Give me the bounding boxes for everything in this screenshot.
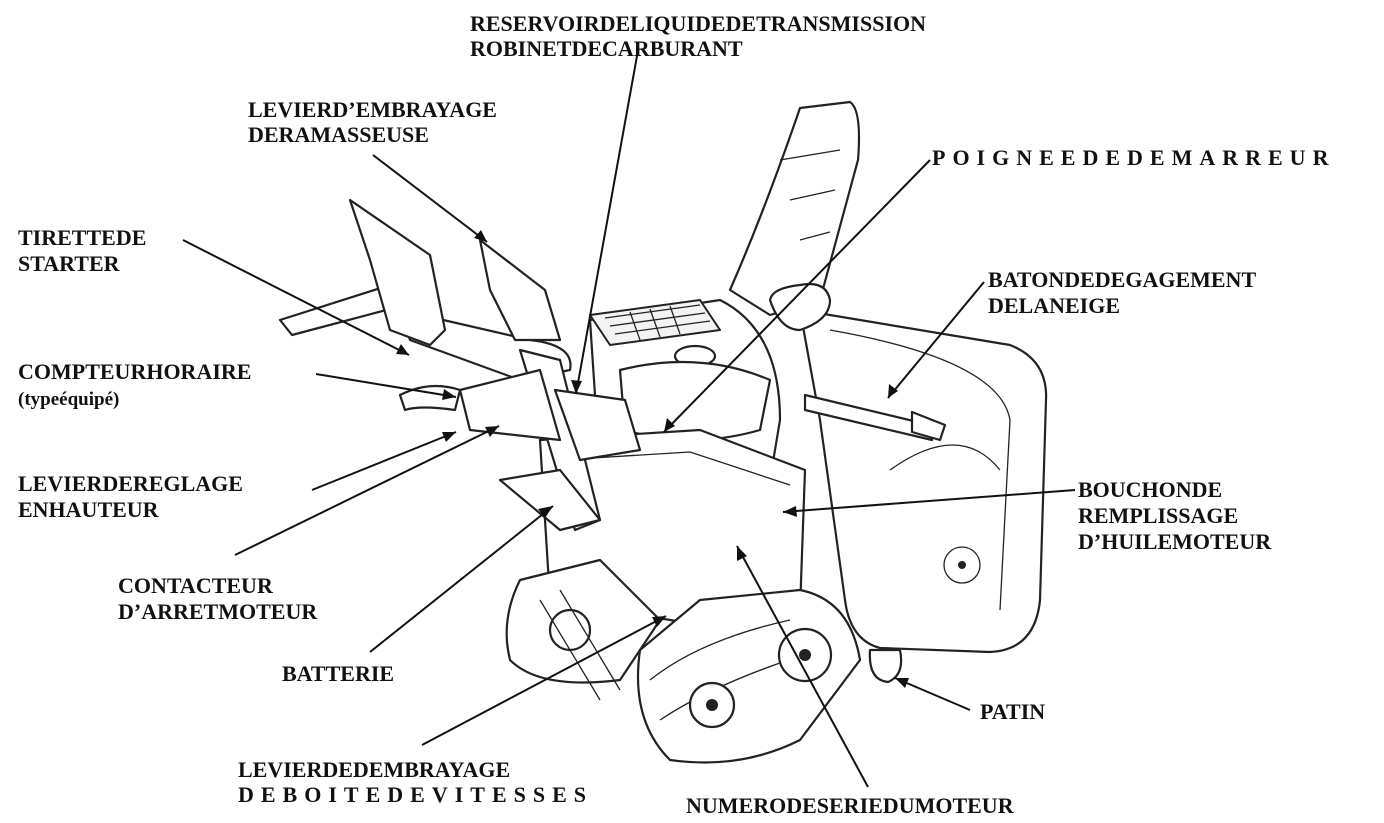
- label-patin: PATIN: [980, 699, 1046, 724]
- discharge-chute: [728, 100, 861, 317]
- label-bouchon-2: REMPLISSAGE: [1078, 503, 1239, 528]
- label-compteur-2: (typeéquipé): [18, 389, 120, 410]
- label-contacteur-1: CONTACTEUR: [118, 573, 273, 598]
- label-batterie: BATTERIE: [282, 661, 395, 686]
- leader-compteur: [315, 373, 457, 398]
- label-tirette-1: TIRETTEDE: [18, 225, 147, 250]
- label-reglage-2: ENHAUTEUR: [18, 497, 159, 522]
- label-reservoir: RESERVOIRDELIQUIDEDETRANSMISSION: [470, 11, 927, 36]
- label-baton-2: DELANEIGE: [988, 293, 1121, 318]
- label-reglage-1: LEVIERDEREGLAGE: [18, 471, 243, 496]
- label-bouchon-1: BOUCHONDE: [1078, 477, 1223, 502]
- leader-ramasseuse: [372, 154, 488, 243]
- leader-bouchon: [782, 489, 1076, 513]
- label-numero: NUMERODESERIEDUMOTEUR: [686, 793, 1014, 818]
- label-levier-vitesses-2: DEBOITEDEVITESSES: [238, 782, 593, 807]
- leader-reglage-2: [234, 425, 500, 556]
- leader-numero: [736, 545, 869, 788]
- label-baton-1: BATONDEDEGAGEMENT: [988, 267, 1257, 292]
- leader-patin: [894, 677, 971, 711]
- leader-vitesses: [421, 615, 667, 746]
- label-compteur-1: COMPTEURHORAIRE: [18, 359, 252, 384]
- cleanout-tool: [803, 393, 934, 442]
- label-levier-ramasseuse-2: DERAMASSEUSE: [248, 122, 429, 147]
- leader-poignee: [663, 159, 931, 433]
- leader-baton: [887, 281, 985, 399]
- label-levier-vitesses-1: LEVIERDEDEMBRAYAGE: [238, 757, 511, 782]
- label-robinet: ROBINETDECARBURANT: [470, 36, 743, 61]
- leader-tirette: [182, 239, 410, 356]
- label-bouchon-3: D’HUILEMOTEUR: [1078, 529, 1272, 554]
- label-poignee: POIGNEEDEDEMARREUR: [932, 145, 1336, 170]
- leader-reglage-1: [311, 431, 457, 491]
- skid-shoe: [868, 648, 903, 684]
- leader-reservoir: [575, 55, 638, 395]
- leader-batterie: [369, 505, 554, 653]
- label-tirette-2: STARTER: [18, 251, 120, 276]
- label-contacteur-2: D’ARRETMOTEUR: [118, 599, 318, 624]
- auger-housing: [798, 308, 1048, 654]
- label-levier-ramasseuse-1: LEVIERD’EMBRAYAGE: [248, 97, 497, 122]
